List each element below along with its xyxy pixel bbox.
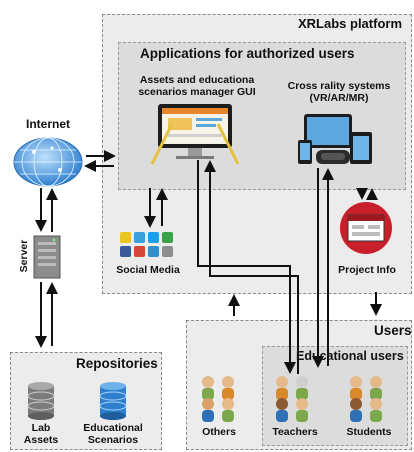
server-label: Server — [18, 239, 30, 273]
connector-arrows — [35, 150, 382, 374]
globe-icon — [13, 137, 83, 187]
lab-assets-label-2: Assets — [23, 434, 59, 446]
applications-title: Applications for authorized users — [140, 46, 355, 61]
project-info-icon — [340, 202, 392, 254]
others-label: Others — [202, 426, 236, 438]
gui-label-line2: scenarios manager GUI — [138, 86, 256, 98]
social-media-icon — [120, 232, 173, 257]
lab-assets-database-icon — [27, 382, 55, 420]
repositories-title: Repositories — [76, 356, 158, 371]
repositories-box — [10, 352, 162, 450]
students-people-icon — [350, 376, 382, 422]
educational-scenarios-label-2: Scenarios — [87, 434, 139, 446]
students-label: Students — [346, 426, 392, 438]
xr-label-line2: (VR/AR/MR) — [309, 92, 369, 104]
educational-scenarios-label-1: Educational — [83, 422, 143, 434]
users-title: Users — [374, 323, 412, 338]
platform-title: XRLabs platform — [297, 16, 402, 31]
xr-label-line1: Cross rality systems — [287, 80, 391, 92]
project-info-label: Project Info — [338, 264, 396, 276]
teachers-people-icon — [276, 376, 308, 422]
server-icon — [33, 235, 61, 279]
educational-scenarios-database-icon — [99, 382, 127, 420]
teachers-label: Teachers — [272, 426, 318, 438]
others-people-icon — [202, 376, 234, 422]
xr-devices-icon — [298, 114, 372, 164]
lab-assets-label-1: Lab — [31, 422, 51, 434]
gui-label-line1: Assets and educationa — [139, 74, 255, 86]
internet-label: Internet — [25, 117, 70, 131]
monitor-gui-icon — [150, 104, 240, 165]
social-media-label: Social Media — [116, 264, 180, 276]
